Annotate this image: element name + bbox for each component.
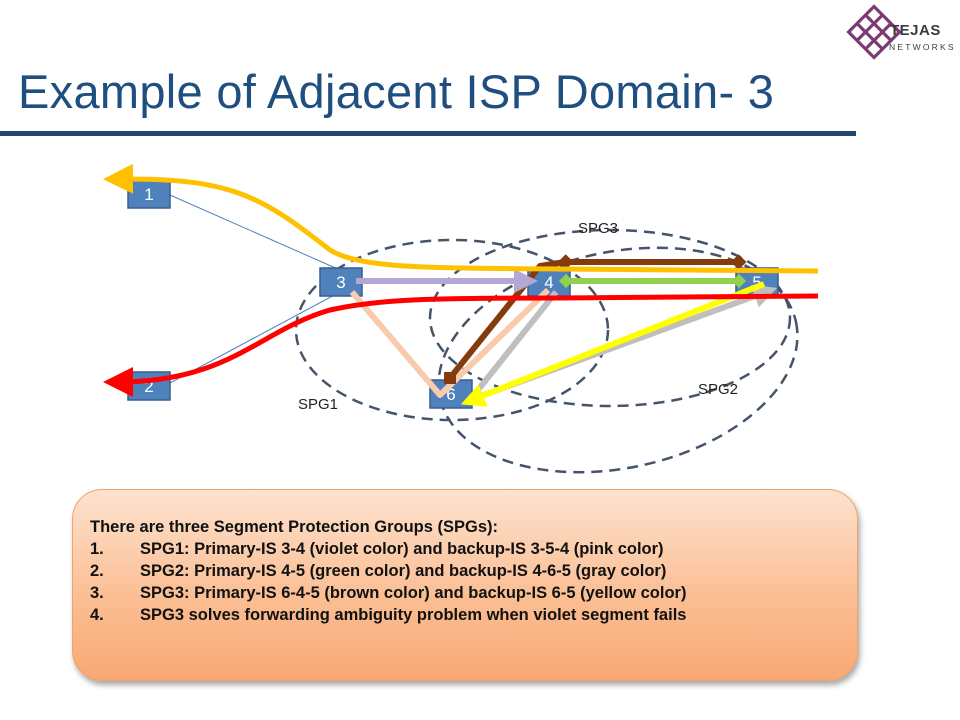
node-5-label: 5 [752, 273, 761, 292]
spg1-ellipse [294, 238, 610, 422]
info-item-2: 2. SPG2: Primary-IS 4-5 (green color) an… [90, 560, 850, 582]
spg3-ellipse [428, 228, 792, 408]
brown-marker-6 [444, 372, 456, 384]
node-4-label: 4 [544, 273, 553, 292]
green-marker-4 [558, 273, 574, 289]
node-1: 1 [127, 179, 171, 209]
brown-primary-path [447, 259, 738, 380]
orange-end-to-end-path [103, 163, 819, 274]
info-item-text: SPG2: Primary-IS 4-5 (green color) and b… [140, 562, 667, 580]
pink-backup-path [349, 287, 551, 398]
node-3-label: 3 [336, 273, 345, 292]
yellow-backup-path [460, 281, 766, 407]
tejas-knot-icon [846, 4, 902, 60]
node-1-label: 1 [144, 185, 153, 204]
info-item-text: SPG1: Primary-IS 3-4 (violet color) and … [140, 540, 664, 558]
info-item-3: 3. SPG3: Primary-IS 6-4-5 (brown color) … [90, 582, 850, 604]
info-item-text: SPG3 solves forwarding ambiguity problem… [140, 606, 687, 624]
spg1-label: SPG1 [298, 396, 338, 413]
green-marker-5 [731, 273, 747, 289]
info-item-1: 1. SPG1: Primary-IS 3-4 (violet color) a… [90, 538, 850, 560]
logo-subtitle: NETWORKS [889, 42, 956, 52]
info-text: There are three Segment Protection Group… [90, 516, 850, 626]
spg2-ellipse [437, 246, 799, 474]
info-item-4: 4. SPG3 solves forwarding ambiguity prob… [90, 604, 850, 626]
info-item-number: 2. [90, 562, 104, 580]
title-divider [0, 131, 856, 136]
info-item-number: 1. [90, 540, 104, 558]
info-item-number: 3. [90, 584, 104, 602]
spg2-label: SPG2 [698, 381, 738, 398]
info-heading: There are three Segment Protection Group… [90, 518, 499, 536]
node-2-label: 2 [144, 377, 153, 396]
node-6-label: 6 [446, 385, 455, 404]
link-1-3 [169, 194, 341, 271]
spg3-label: SPG3 [578, 220, 618, 237]
info-item-text: SPG3: Primary-IS 6-4-5 (brown color) and… [140, 584, 687, 602]
red-end-to-end-path [103, 293, 819, 397]
info-item-number: 4. [90, 606, 104, 624]
info-callout-box [72, 489, 858, 681]
page-title: Example of Adjacent ISP Domain- 3 [18, 65, 775, 118]
link-2-3 [169, 291, 341, 384]
logo-name: TEJAS [890, 22, 941, 39]
